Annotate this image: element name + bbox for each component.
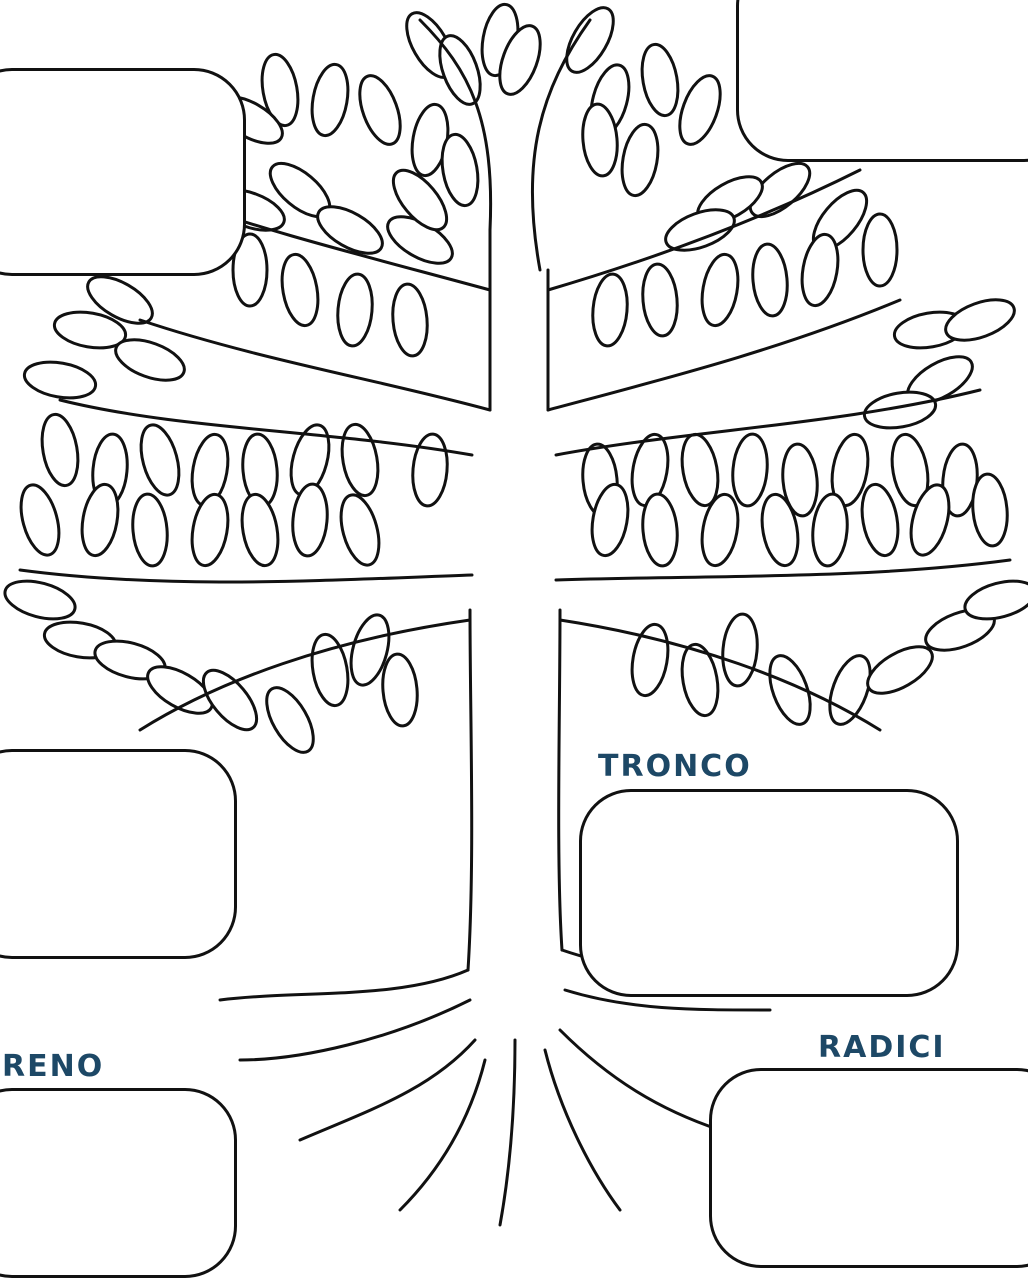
leaf <box>410 433 450 508</box>
leaf <box>257 680 322 759</box>
leaf <box>307 62 353 139</box>
leaf <box>857 482 903 559</box>
leaf <box>762 650 819 729</box>
leaf <box>134 421 185 499</box>
leaf <box>970 473 1010 548</box>
leaf <box>14 481 65 559</box>
leaf <box>37 412 83 489</box>
label-tronco: TRONCO <box>598 752 752 782</box>
label-terreno-partial: RENO <box>2 1052 104 1082</box>
leaf <box>1 574 79 625</box>
answer-box-radici[interactable] <box>709 1068 1028 1268</box>
leaf <box>810 493 850 568</box>
answer-box-tronco[interactable] <box>579 789 959 997</box>
leaf <box>617 122 663 199</box>
leaf <box>750 243 790 318</box>
leaf <box>677 642 723 719</box>
answer-box-top-left[interactable] <box>0 68 246 276</box>
answer-box-top-right[interactable] <box>736 0 1028 162</box>
leaf <box>640 493 680 568</box>
leaf <box>672 70 729 149</box>
leaf <box>22 357 99 403</box>
leaf <box>730 433 770 508</box>
label-radici: RADICI <box>818 1033 946 1063</box>
leaf <box>637 42 683 119</box>
leaf <box>940 292 1019 349</box>
leaf <box>110 332 189 389</box>
leaf <box>380 653 420 728</box>
leaf <box>640 263 680 338</box>
leaf <box>277 252 323 329</box>
leaf <box>335 273 375 348</box>
leaf <box>863 214 897 286</box>
leaf <box>337 422 383 499</box>
leaf <box>187 492 233 569</box>
leaf <box>334 491 385 569</box>
leaf <box>352 70 409 149</box>
leaf <box>390 283 430 358</box>
leaf <box>130 493 170 568</box>
answer-box-bottom-left[interactable] <box>0 1088 237 1278</box>
leaf <box>77 482 123 559</box>
leaf <box>237 492 283 569</box>
leaf <box>720 613 760 688</box>
answer-box-middle-left[interactable] <box>0 749 237 959</box>
trunk <box>468 230 562 970</box>
leaf <box>697 252 743 329</box>
leaf <box>590 273 630 348</box>
leaf <box>797 232 843 309</box>
leaf <box>437 132 483 209</box>
